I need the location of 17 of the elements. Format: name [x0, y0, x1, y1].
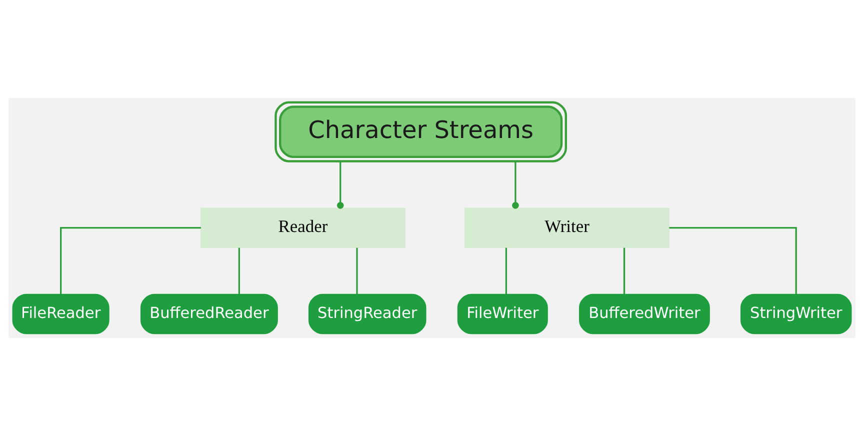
node-box: BufferedReader	[140, 294, 278, 334]
connector	[238, 248, 240, 294]
connector	[669, 227, 797, 294]
connector	[623, 248, 626, 294]
connector	[336, 162, 344, 209]
node-box: StringWriter	[740, 294, 852, 334]
node-box: StringReader	[308, 294, 426, 334]
node-box: Writer	[464, 208, 670, 248]
connector	[60, 227, 201, 294]
connector	[512, 162, 519, 209]
node-box: Reader	[200, 208, 406, 248]
node-box: BufferedWriter	[579, 294, 710, 334]
connector	[356, 248, 358, 294]
node-box: Character Streams	[274, 101, 567, 162]
node-box: FileWriter	[457, 294, 548, 334]
connector	[505, 248, 507, 294]
node-box: FileReader	[12, 294, 110, 334]
